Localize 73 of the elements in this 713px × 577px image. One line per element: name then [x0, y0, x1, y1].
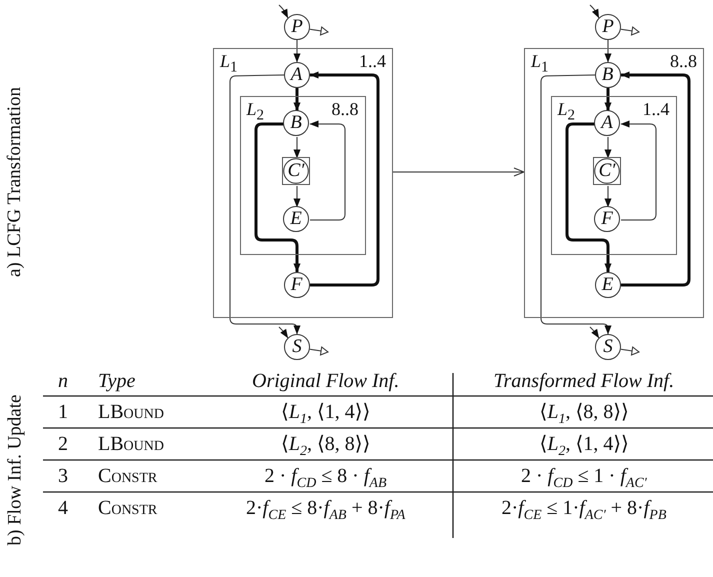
table-cell-text: ⟨L$_{2}$, ⟨1, 4⟩⟩ — [540, 432, 629, 459]
exit-arrow — [620, 346, 640, 356]
node-circle: A — [594, 110, 620, 136]
table-cell-text: 2 · f$_{CD}$ ≤ 1 · f$_{AC′}$ — [521, 464, 647, 491]
entry-arrow — [590, 4, 600, 18]
table-cell-text: 1 — [58, 400, 68, 425]
table-cell-text: 2·f$_{CE}$ ≤ 8·f$_{AB}$ + 8·f$_{PA}$ — [246, 496, 406, 523]
loop-bound-label: 1..4 — [642, 98, 670, 118]
exit-arrow — [620, 26, 640, 36]
loop-box — [550, 96, 676, 254]
entry-arrow — [278, 4, 288, 18]
table-cell-text: LBound — [98, 432, 164, 457]
table-cell-text: 2 — [58, 432, 68, 457]
table-cell-text: ⟨L$_{1}$, ⟨1, 4⟩⟩ — [281, 400, 370, 427]
table-cell-text: 2 · f$_{CD}$ ≤ 8 · f$_{AB}$ — [264, 464, 386, 491]
entry-arrow — [278, 326, 288, 338]
flow-arrow — [604, 136, 612, 158]
exit-arrow — [309, 26, 328, 36]
node-circle: E — [594, 272, 620, 298]
table-cell-text: Constr — [98, 464, 158, 489]
loop-label: L$_{2}$ — [246, 98, 264, 126]
flow-arrow — [620, 120, 656, 220]
loop-label: L$_{2}$ — [558, 98, 576, 126]
loop-bound-label: 8..8 — [670, 51, 697, 71]
loop-label: L$_{1}$ — [531, 51, 549, 78]
transformation-arrow — [392, 168, 524, 176]
node-circle: B — [594, 62, 620, 88]
loop-label: L$_{1}$ — [220, 51, 238, 78]
table-cell-text: 2·f$_{CE}$ ≤ 1·f$_{AC′}$ + 8·f$_{PB}$ — [502, 496, 666, 523]
loop-bound-label: 8..8 — [332, 98, 358, 118]
column-header: n — [58, 369, 68, 394]
flow-arrow — [254, 122, 300, 272]
flow-arrow — [294, 88, 300, 112]
flow-arrow — [604, 40, 612, 62]
loop-box — [524, 48, 704, 318]
table-cell-text: ⟨L$_{2}$, ⟨8, 8⟩⟩ — [281, 432, 370, 459]
node-circle: F — [594, 206, 620, 232]
flow-arrow — [310, 72, 380, 286]
column-header: Transformed Flow Inf. — [494, 369, 674, 394]
table-cell-text: Constr — [98, 496, 158, 521]
boxed-node: C′ — [282, 157, 310, 185]
table-cell-text: ⟨L$_{1}$, ⟨8, 8⟩⟩ — [540, 400, 629, 427]
flow-arrow — [230, 74, 300, 334]
table-cell-text: LBound — [98, 400, 164, 425]
panel-label: b) Flow Inf. Update — [4, 394, 26, 546]
table-cell-text: 4 — [58, 496, 68, 521]
flow-arrow — [310, 120, 346, 220]
column-header: Type — [98, 369, 136, 394]
flow-arrow — [294, 186, 300, 208]
flow-arrow — [604, 88, 612, 112]
node-circle: F — [284, 272, 310, 298]
node-circle: P — [284, 14, 310, 40]
flow-arrow — [620, 72, 690, 286]
column-header: Original Flow Inf. — [252, 369, 400, 394]
loop-box — [240, 96, 366, 254]
node-circle: E — [283, 206, 309, 232]
flow-arrow — [294, 136, 300, 158]
flow-arrow — [604, 186, 612, 208]
node-circle: B — [283, 110, 309, 136]
node-circle: S — [595, 334, 621, 360]
exit-arrow — [309, 346, 328, 356]
flow-arrow — [540, 74, 612, 334]
node-circle: S — [284, 334, 310, 360]
boxed-node: C′ — [593, 157, 621, 185]
entry-arrow — [590, 326, 600, 338]
table-cell-text: 3 — [58, 464, 68, 489]
panel-label: a) LCFG Transformation — [4, 87, 26, 277]
flow-arrow — [566, 122, 612, 272]
node-circle: A — [284, 62, 310, 88]
flow-arrow — [294, 40, 300, 62]
node-circle: P — [595, 14, 621, 40]
loop-box — [213, 48, 393, 318]
loop-bound-label: 1..4 — [359, 51, 386, 71]
